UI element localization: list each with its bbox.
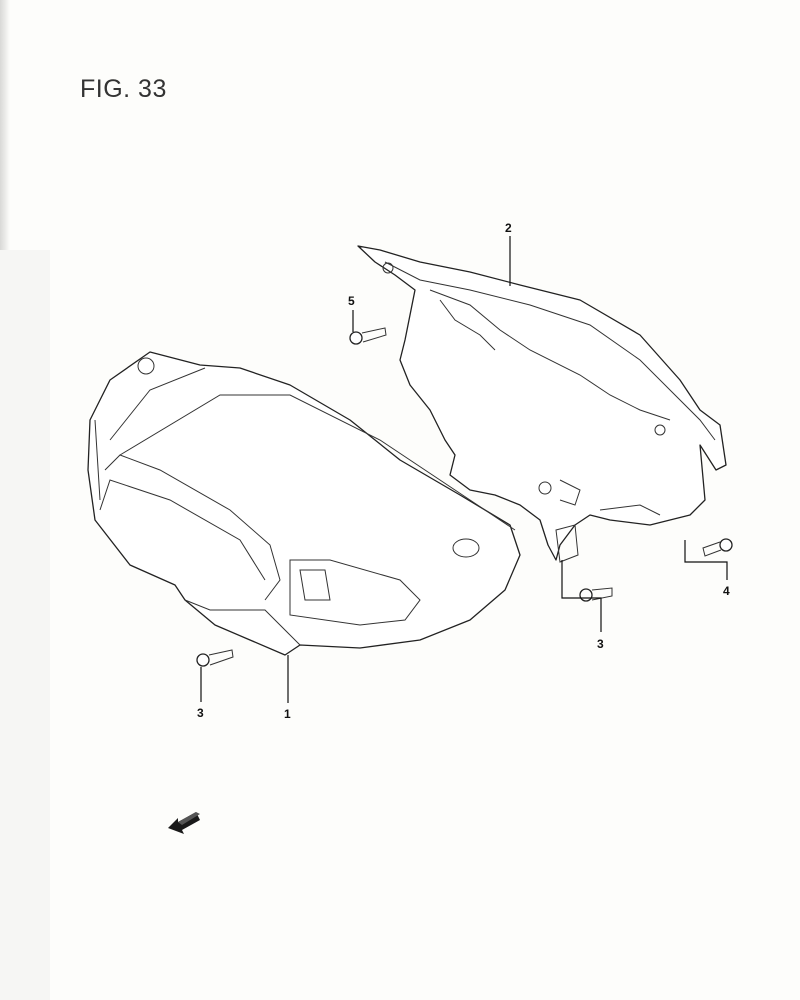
callout-1: 1 [284, 707, 291, 721]
callout-2: 2 [505, 221, 512, 235]
scan-shadow-lower [0, 250, 50, 1000]
part-3-screw-right [579, 587, 613, 602]
part-5-screw [349, 327, 387, 345]
callout-3-right: 3 [597, 637, 604, 651]
callout-5: 5 [348, 294, 355, 308]
leader-line-4 [684, 540, 728, 580]
scan-shadow [0, 0, 10, 250]
callout-3-left: 3 [197, 706, 204, 720]
callout-4: 4 [723, 584, 730, 598]
leader-line-3-right [561, 560, 602, 632]
part-2-inner-cover [357, 245, 727, 563]
part-1-front-cover [87, 351, 521, 656]
part-3-screw-left [196, 649, 234, 667]
front-direction-arrow-icon [168, 812, 200, 834]
figure-title: FIG. 33 [80, 75, 167, 103]
part-4-bolt [702, 538, 733, 557]
